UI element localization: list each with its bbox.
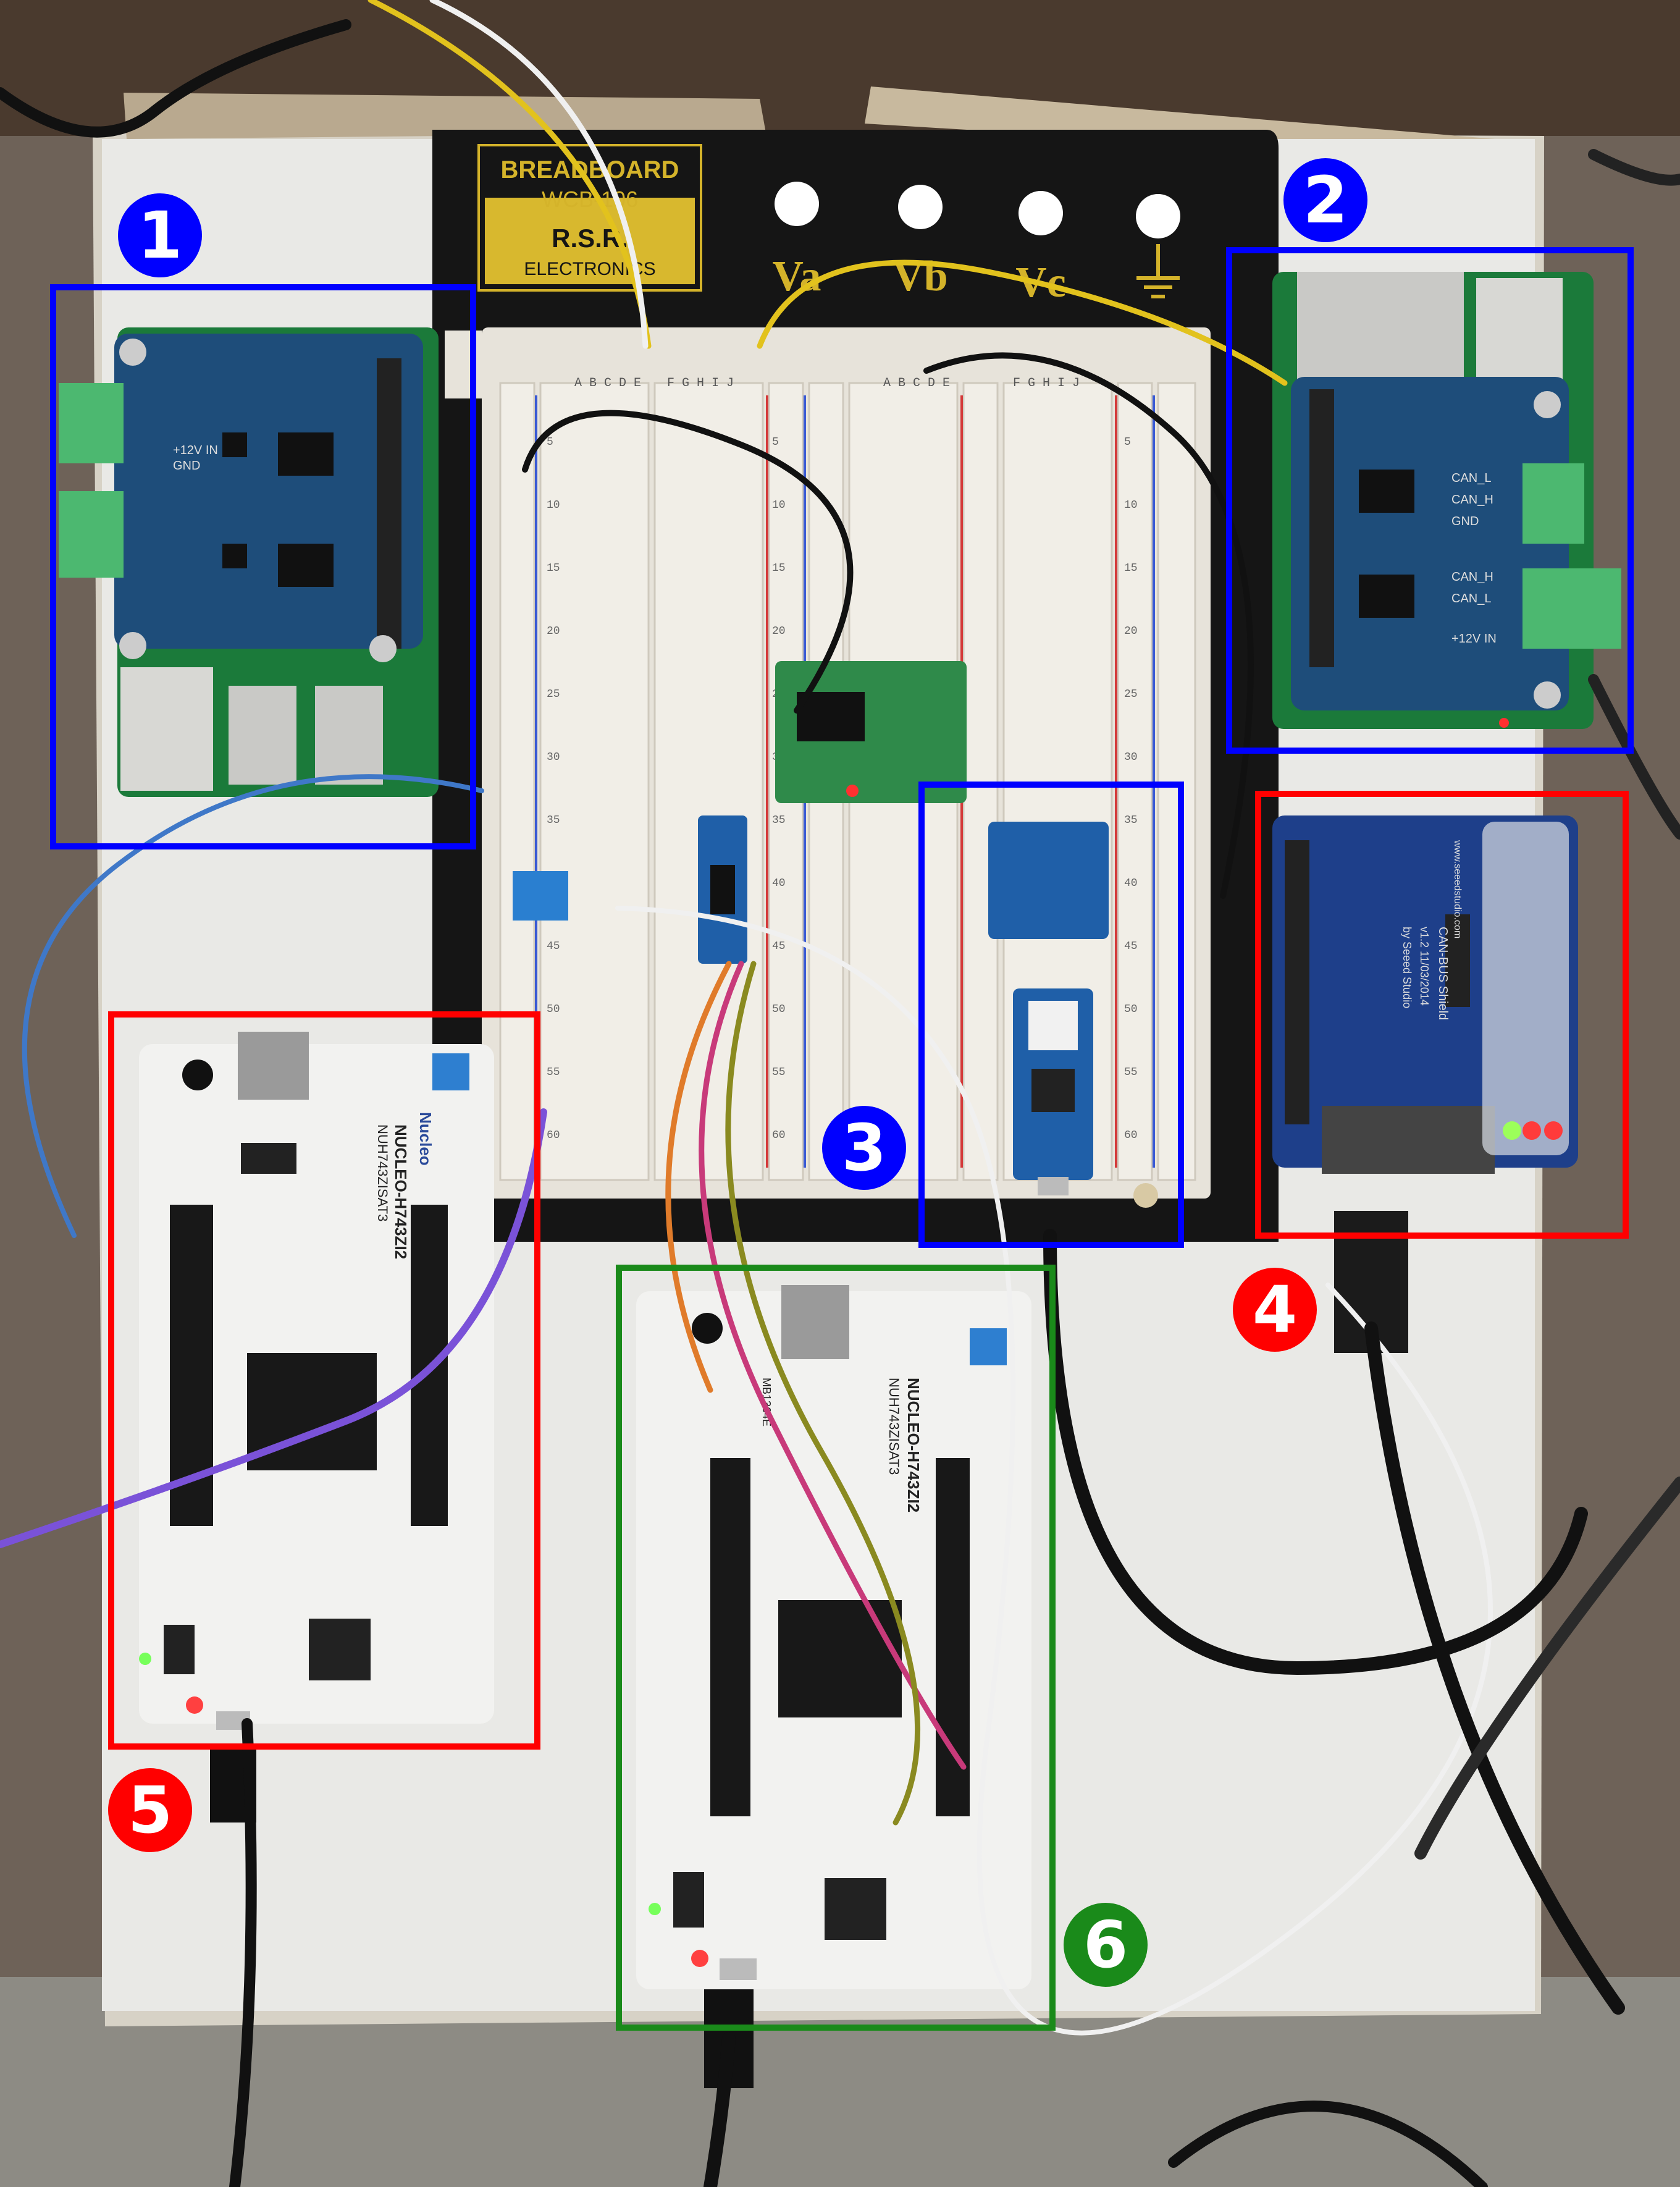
row-number-left: 20 [547, 625, 560, 638]
row-number-left: 5 [547, 436, 553, 449]
row-number-right: 10 [1124, 499, 1138, 512]
ground-symbol-icon [1136, 244, 1180, 298]
terminal-hole-ground [1136, 194, 1180, 238]
row-number-right: 40 [1124, 877, 1138, 890]
level-shifter-module [698, 815, 747, 964]
row-number-mid: 60 [772, 1129, 786, 1142]
screw-terminal-blue [513, 871, 568, 921]
row-number-left: 15 [547, 562, 560, 575]
row-number-right: 5 [1124, 436, 1131, 449]
row-number-right: 15 [1124, 562, 1138, 575]
hat-right-label-can-h-2: CAN_H [1451, 570, 1493, 584]
column-letters-1: A B C D E [574, 376, 641, 390]
breadboard-brand-text: BREADBOARD [501, 156, 679, 183]
hat-left-label-12v: +12V IN [173, 444, 218, 457]
box-6 [616, 1265, 1056, 2031]
can-shield-maker: by Seeed Studio [1401, 927, 1413, 1008]
breadboard-maker-plate [485, 198, 695, 284]
nucleo-left-brand: Nucleo [416, 1112, 435, 1166]
marker-6: 6 [1064, 1903, 1148, 1987]
marker-1: 1 [118, 193, 202, 277]
row-number-right: 50 [1124, 1003, 1138, 1016]
row-number-right: 25 [1124, 688, 1138, 701]
box-2 [1226, 247, 1634, 754]
row-number-right: 20 [1124, 625, 1138, 638]
raspberry-pi-can-hat-right: CAN_L CAN_H GND CAN_H CAN_L +12V IN [1272, 272, 1621, 729]
row-number-mid: 35 [772, 814, 786, 827]
row-number-left: 35 [547, 814, 560, 827]
cardboard-flap [124, 93, 766, 139]
row-number-left: 45 [547, 940, 560, 953]
raspberry-pi-can-hat-left: +12V IN GND [59, 327, 439, 797]
hat-right-label-12v: +12V IN [1451, 632, 1497, 646]
nucleo-right-part: NUH743ZISAT3 [886, 1378, 902, 1475]
row-number-right: 55 [1124, 1066, 1138, 1079]
column-letters-4: F G H I J [1013, 376, 1080, 390]
hat-right-label-can-l: CAN_L [1451, 471, 1491, 485]
breadboard-model-text: WCB-106 [542, 187, 638, 212]
row-number-mid: 55 [772, 1066, 786, 1079]
row-number-mid: 40 [772, 877, 786, 890]
column-letters-2: F G H I J [667, 376, 734, 390]
nucleo-board-left: Nucleo NUCLEO-H743ZI2 NUH743ZISAT3 [139, 1032, 494, 1822]
arduino-nano-board [988, 822, 1158, 1208]
box-3 [918, 782, 1184, 1248]
marker-2: 2 [1283, 158, 1367, 242]
annotation-boxes [50, 247, 1634, 2031]
row-number-right: 30 [1124, 751, 1138, 764]
column-letters-3: A B C D E [883, 376, 950, 390]
box-5 [108, 1011, 540, 1750]
marker-5: 5 [108, 1768, 192, 1852]
row-number-mid: 10 [772, 499, 786, 512]
row-number-left: 30 [547, 751, 560, 764]
can-transceiver-module [775, 661, 967, 803]
hat-left-label-gnd: GND [173, 459, 200, 473]
row-number-mid: 45 [772, 940, 786, 953]
can-shield-url: www.seeedstudio.com [1452, 840, 1463, 938]
terminal-hole-c [1018, 191, 1063, 235]
hat-right-label-gnd: GND [1451, 515, 1479, 528]
box-1 [50, 284, 476, 849]
nucleo-left-title: NUCLEO-H743ZI2 [392, 1124, 410, 1259]
nucleo-right-title: NUCLEO-H743ZI2 [904, 1378, 923, 1512]
row-number-mid: 50 [772, 1003, 786, 1016]
row-number-left: 55 [547, 1066, 560, 1079]
arduino-can-bus-shield: CAN-BUS Shield v1.2 11/03/2014 by Seeed … [1272, 815, 1578, 1353]
row-number-left: 10 [547, 499, 560, 512]
nucleo-board-right: NUCLEO-H743ZI2 NUH743ZISAT3 MB1364E [636, 1285, 1031, 2088]
marker-4: 4 [1233, 1268, 1317, 1352]
box-4 [1255, 791, 1629, 1239]
row-number-mid: 5 [772, 436, 779, 449]
terminal-hole-a [775, 182, 819, 226]
can-shield-version: v1.2 11/03/2014 [1418, 927, 1430, 1006]
nucleo-left-part: NUH743ZISAT3 [375, 1124, 390, 1221]
row-number-mid: 15 [772, 562, 786, 575]
can-shield-title: CAN-BUS Shield [1436, 927, 1450, 1020]
row-number-left: 60 [547, 1129, 560, 1142]
row-number-left: 50 [547, 1003, 560, 1016]
row-number-left: 25 [547, 688, 560, 701]
row-number-mid: 20 [772, 625, 786, 638]
terminal-hole-b [898, 185, 943, 229]
hat-right-label-can-l-2: CAN_L [1451, 592, 1491, 605]
row-number-right: 45 [1124, 940, 1138, 953]
hat-right-label-can-h: CAN_H [1451, 493, 1493, 507]
row-number-right: 60 [1124, 1129, 1138, 1142]
marker-3: 3 [822, 1106, 906, 1190]
row-number-right: 35 [1124, 814, 1138, 827]
